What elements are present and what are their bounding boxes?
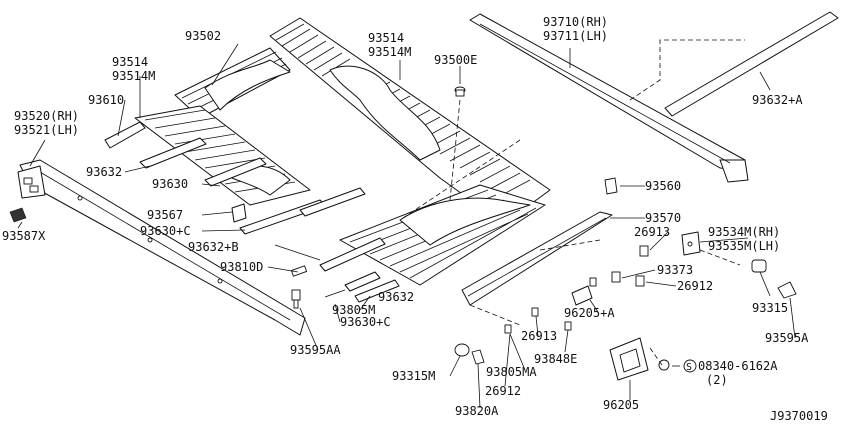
diagram-id: J9370019 [770,409,828,423]
callout-93514-top-a: 93514 [368,31,404,45]
bumper-93315m [454,343,485,365]
bracket-93610 [17,121,146,199]
callout-08340: S 08340-6162A (2) [683,359,778,387]
callout-93587x: 93587X [2,229,46,243]
callout-93805m: 93805M [332,303,375,317]
clip-93560 [604,177,618,195]
callout-93595aa: 93595AA [290,343,341,357]
callout-93810d: 93810D [220,260,263,274]
callout-26912-bottom: 26912 [485,384,521,398]
bracket-93534m [681,231,701,256]
callout-93534m: 93534M(RH) [708,225,780,239]
callout-93315: 93315 [752,301,788,315]
callout-93632a-right: 93632+A [752,93,803,107]
rail-93570 [461,211,613,306]
callout-93632-mid: 93632 [378,290,414,304]
callout-93521: 93521(LH) [14,123,79,137]
rail-93632a [664,11,839,117]
bracket-93567 [231,203,247,223]
callout-08340-b: (2) [706,373,728,387]
pad-93810d [290,265,308,277]
bracket-96205 [609,337,670,381]
bumper-93315 [751,259,797,299]
plate-96205a [571,285,593,306]
floor-panel-center [339,184,546,286]
clip-93587x [9,207,27,223]
pin-93595aa [291,289,301,309]
callout-08340-a: 08340-6162A [698,359,778,373]
callout-26912-right: 26912 [677,279,713,293]
callout-93520: 93520(RH) [14,109,79,123]
callout-93514-left-a: 93514 [112,55,148,69]
callout-93848e: 93848E [534,352,577,366]
callout-26913-bottom: 26913 [521,329,557,343]
callout-93560: 93560 [645,179,681,193]
callout-93630c-mid: 93630+C [340,315,391,329]
callout-96205: 96205 [603,398,639,412]
callout-93630: 93630 [152,177,188,191]
grommet-93500e [454,86,466,97]
s-symbol-circle [683,359,697,373]
floor-panel-93514 [269,17,551,213]
callout-93632: 93632 [86,165,122,179]
rail-93630c [239,187,366,235]
callout-93710: 93710(RH) [543,15,608,29]
callout-93535m: 93535M(LH) [708,239,780,253]
callout-93500e: 93500E [434,53,477,67]
callout-93570: 93570 [645,211,681,225]
small-clips [504,245,649,334]
callout-93805ma: 93805MA [486,365,537,379]
callout-93502: 93502 [185,29,221,43]
callout-93315m: 93315M [392,369,435,383]
callout-93632b: 93632+B [188,240,239,254]
callout-93514-left-b: 93514M [112,69,155,83]
callout-93567: 93567 [147,208,183,222]
callout-26913-top: 26913 [634,225,670,239]
sill-93710 [469,13,749,183]
callout-93514-top-b: 93514M [368,45,411,59]
callout-93820a: 93820A [455,404,499,418]
callout-93373: 93373 [657,263,693,277]
callout-93630c-left: 93630+C [140,224,191,238]
rail-93805m [344,271,400,303]
callout-93595a: 93595A [765,331,809,345]
s-symbol-letter: S [686,362,692,373]
callout-93610: 93610 [88,93,124,107]
callout-96205a: 96205+A [564,306,615,320]
crossmember-93632 [139,137,267,187]
rail-93632b [319,237,386,272]
callout-93711: 93711(LH) [543,29,608,43]
